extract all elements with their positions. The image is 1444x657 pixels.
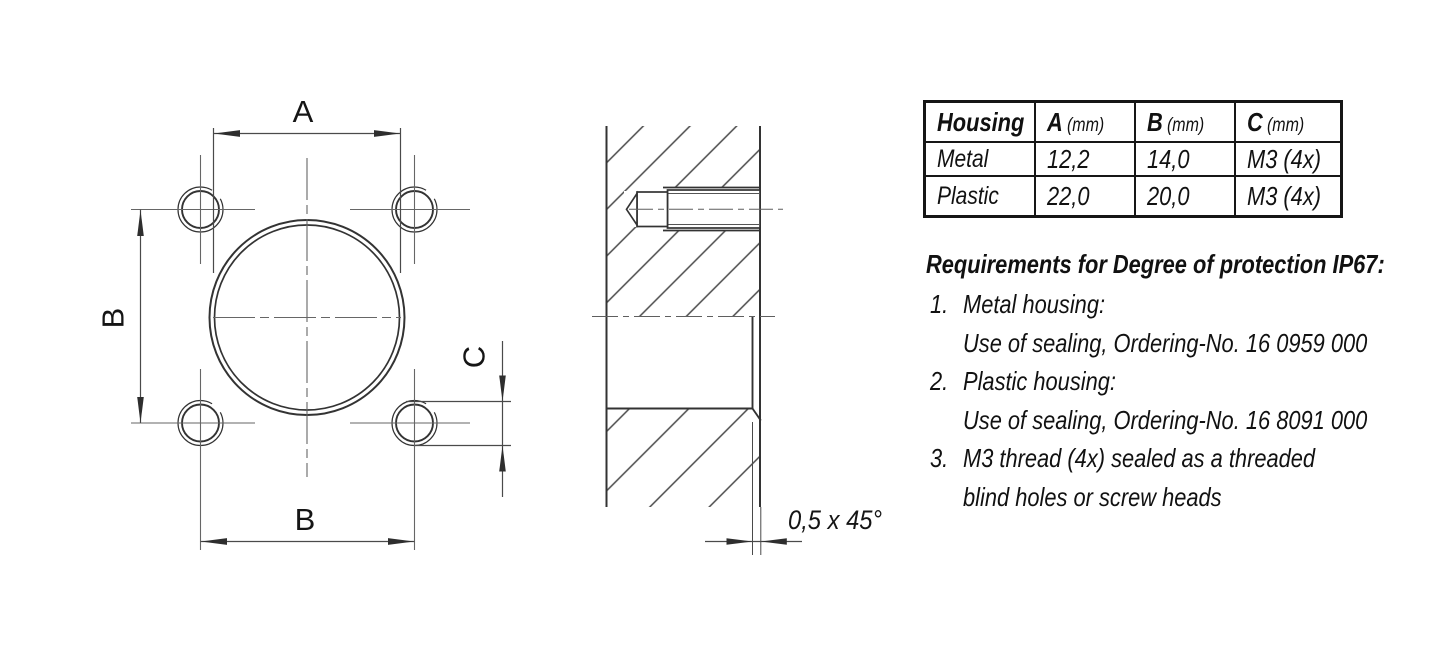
dim-a-label: A [293,94,314,129]
cell-plastic-c: M3 (4x) [1247,180,1322,211]
set-screw [625,186,783,232]
cell-metal-b: 14,0 [1136,143,1236,177]
item-number: 3. [930,443,949,473]
cell-plastic-a: 22,0 [1036,177,1136,215]
dim-b-left-label: B [96,308,131,329]
item-number: 1. [930,289,949,319]
item-text: Use of sealing, Ordering-No. 16 8091 000 [963,404,1368,435]
col-header-b: B(mm) [1136,103,1236,143]
dimension-a: A [212,94,402,273]
technical-drawing: A B B C [96,94,882,555]
dim-c-label: C [457,346,492,368]
hatch-lower [607,409,760,507]
section-view: 0,5 x 45° [592,126,882,555]
dimension-b-bottom: B [200,502,415,545]
cell-plastic-b: 20,0 [1136,177,1236,215]
cell-metal-name: Metal [926,143,1036,177]
item-number: 2. [930,366,949,396]
bolt-hole-top-right [350,155,470,264]
requirement-item-1: 1. Metal housing: Use of sealing, Orderi… [923,285,1393,362]
bolt-hole-top-left [131,155,255,264]
front-view: A B B C [96,94,511,550]
dimension-c: C [406,341,511,497]
chamfer-label: 0,5 x 45° [788,506,882,536]
cell-metal-a: 12,2 [1036,143,1136,177]
cell-plastic-name: Plastic [926,177,1036,215]
col-header-a: A(mm) [1036,103,1136,143]
cavity-outline [606,317,762,422]
bolt-hole-bottom-left [131,369,255,550]
col-header-housing: Housing [926,103,1036,143]
dimension-chamfer: 0,5 x 45° [705,422,882,555]
dimension-b-left: B [96,209,144,423]
requirements-title: Requirements for Degree of protection IP… [926,249,1385,279]
requirement-item-3: 3. M3 thread (4x) sealed as a threaded b… [923,439,1393,516]
requirement-item-2: 2. Plastic housing: Use of sealing, Orde… [923,362,1393,439]
item-text: Use of sealing, Ordering-No. 16 0959 000 [963,327,1368,358]
item-text: M3 thread (4x) sealed as a threaded [963,443,1316,473]
requirements-block: Requirements for Degree of protection IP… [923,243,1393,516]
cell-metal-c: M3 (4x) [1236,143,1340,177]
bolt-hole-bottom-right [350,369,470,550]
col-header-c: C(mm) [1236,103,1340,143]
item-text: blind holes or screw heads [963,481,1222,512]
item-text: Metal housing: [963,289,1106,319]
connector-circle [208,158,406,477]
dim-b-bottom-label: B [295,502,316,537]
item-text: Plastic housing: [963,366,1116,396]
housing-spec-table: Housing A(mm) B(mm) C(mm) Metal 12,2 14,… [923,100,1343,218]
